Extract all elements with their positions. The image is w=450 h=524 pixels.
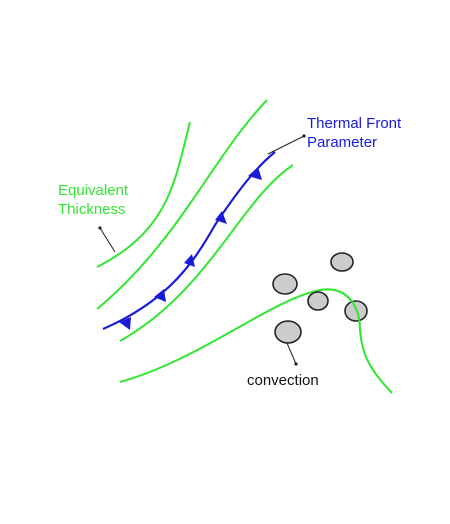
convection-label: convection bbox=[247, 372, 319, 389]
front-triangle-3 bbox=[184, 254, 195, 267]
thermal-front-parameter-line-1: Thermal Front bbox=[307, 115, 402, 132]
thickness-contour-3 bbox=[119, 164, 294, 342]
pointer-dot-equivalent-thickness bbox=[98, 226, 102, 230]
thermal-front-parameter-label: Thermal Front Parameter bbox=[307, 114, 401, 152]
pointer-equivalent-thickness bbox=[99, 227, 116, 253]
convection-cell-3 bbox=[307, 291, 329, 311]
convection-cell-1 bbox=[272, 273, 298, 295]
equivalent-thickness-label: Equivalent Thickness bbox=[58, 181, 128, 219]
pointer-convection bbox=[286, 342, 297, 365]
convection-cell-5 bbox=[274, 320, 302, 344]
front-triangle-2 bbox=[154, 289, 166, 302]
equivalent-thickness-line-2: Thickness bbox=[58, 201, 126, 218]
thermal-front-parameter-line-2: Parameter bbox=[307, 134, 378, 151]
front-triangle-5 bbox=[248, 167, 262, 180]
pointer-dot-convection bbox=[294, 362, 298, 366]
equivalent-thickness-line-1: Equivalent bbox=[58, 182, 129, 199]
front-triangle-4 bbox=[215, 211, 227, 224]
pointer-dot-thermal-front bbox=[302, 134, 306, 138]
front-triangle-1 bbox=[119, 317, 131, 330]
thickness-contour-2 bbox=[96, 99, 268, 310]
pointer-thermal-front bbox=[267, 135, 305, 155]
thickness-contour-4-overlap bbox=[319, 288, 361, 331]
convection-cell-2 bbox=[330, 252, 354, 272]
thermal-front-line bbox=[102, 151, 276, 331]
thickness-contour-1 bbox=[96, 121, 191, 268]
